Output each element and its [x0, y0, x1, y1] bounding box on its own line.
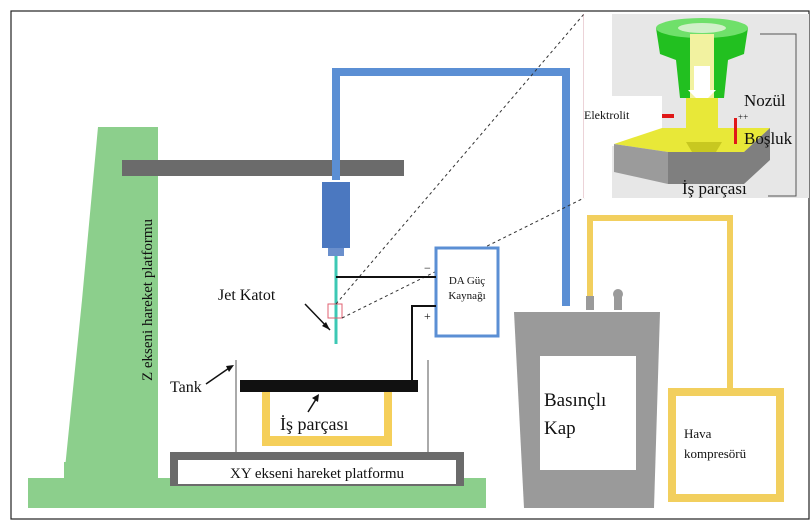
inset-gap-label: Boşluk [744, 129, 793, 148]
inset-nozzle-label: Nozül [744, 91, 786, 110]
compressor-label-box [676, 396, 776, 494]
vessel-cap-right [614, 296, 622, 310]
inset-nozzle-bore [678, 23, 726, 33]
pressure-gauge [613, 289, 623, 299]
vessel-label-2: Kap [544, 418, 576, 439]
inset-jet-stream [686, 98, 718, 128]
inset-electrolyte-label: Elektrolit [584, 108, 630, 122]
inset-workpiece-front [614, 144, 668, 184]
vessel-label-box [540, 356, 636, 470]
compressor-label-1: Hava [684, 426, 712, 441]
compressor-label-2: kompresörü [684, 446, 747, 461]
cathode-holder [322, 182, 350, 248]
inset-gap-mark [734, 118, 737, 144]
inset-workpiece-groove [686, 142, 722, 152]
workpiece-label: İş parçası [280, 414, 348, 434]
inset-workpiece-label: İş parçası [682, 179, 747, 198]
inset-workpiece-top [614, 128, 770, 152]
air-pipe [587, 215, 733, 390]
inset-electrolyte-mark [662, 114, 674, 118]
z-axis-beam [122, 160, 404, 176]
xy-platform-label-box [178, 460, 456, 484]
negative-sign: − [424, 261, 431, 275]
vessel-label-1: Basınçlı [544, 390, 606, 411]
inset-plus-label: ++ [738, 112, 748, 122]
jet-cathode-arrowhead [322, 322, 330, 330]
inset-bracket [760, 33, 797, 197]
positive-sign: + [424, 309, 431, 323]
z-platform-label: Z ekseni hareket platformu [140, 218, 156, 381]
power-supply-label-2: Kaynağı [448, 290, 485, 302]
z-axis-column [64, 127, 152, 478]
vessel-cap-left [586, 296, 594, 310]
tank-label: Tank [170, 379, 202, 396]
xy-platform-label: XY ekseni hareket platformu [230, 466, 404, 482]
jet-cathode-label: Jet Katot [218, 287, 276, 304]
cathode-collar [328, 248, 344, 256]
power-supply-box [434, 246, 500, 338]
inset-flow-arrow [688, 66, 716, 104]
positive-wire [411, 305, 436, 388]
tank-arrowhead [226, 365, 234, 372]
workpiece-plate [240, 380, 418, 392]
tank-tray [262, 392, 392, 446]
inset-workpiece-side [668, 128, 770, 184]
jet-detail-marker [327, 303, 343, 319]
workpiece-arrowhead [312, 394, 319, 402]
power-supply-label-1: DA Güç [449, 275, 485, 287]
inset-label-panel [584, 14, 612, 198]
electrolyte-pipe [332, 68, 570, 306]
